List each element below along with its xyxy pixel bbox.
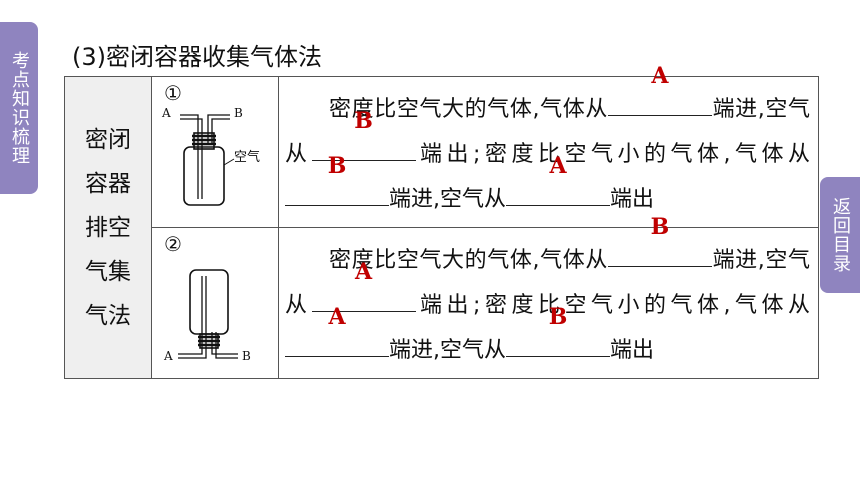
answer-text: A (651, 63, 669, 89)
answer-blank: B (607, 214, 712, 267)
figure-cell-1: ① A B 空气 (151, 76, 279, 228)
method-name-cell: 密闭容器排空气集气法 (64, 76, 152, 379)
text-segment: 端出 (610, 338, 655, 363)
answer-blank: A (285, 304, 389, 357)
air-label: 空气 (234, 149, 260, 165)
answer-text: A (549, 153, 567, 179)
nav-tab-knowledge[interactable]: 考点知识梳理 (0, 22, 38, 194)
text-segment: 端出;密度比空气小的气体,气体从 (415, 142, 810, 167)
figure-number: ① (164, 81, 182, 105)
text-segment: 端出 (610, 187, 655, 212)
text-segment: 端出;密度比空气小的气体,气体从 (415, 293, 810, 318)
answer-blank: B (285, 153, 389, 206)
answer-blank: B (311, 108, 416, 161)
gas-bottle-diagram-1: A B 空气 (161, 106, 260, 206)
table-row: 密闭容器排空气集气法 ① A B 空气 密度比空气大的气体,气 (64, 63, 819, 379)
gas-collection-table: 密闭容器排空气集气法 ① A B 空气 密度比空气大的气体,气 (64, 63, 819, 379)
answer-blank: A (607, 63, 712, 116)
text-segment: 端进,空气从 (389, 338, 506, 363)
nav-tab-back-to-contents[interactable]: 返回目录 (820, 177, 860, 293)
figure-cell-2: ② A B (151, 227, 279, 379)
answer-text: B (650, 214, 670, 240)
text-segment: 端进,空气从 (285, 248, 811, 318)
text-segment: 密度比空气大的气体,气体从 (329, 97, 608, 122)
text-segment: 端进,空气从 (389, 187, 506, 212)
answer-text: A (328, 304, 346, 330)
answer-blank: A (311, 259, 416, 312)
text-segment: 端进,空气从 (285, 97, 811, 167)
port-a-label: A (161, 106, 171, 120)
answer-text: A (354, 259, 373, 285)
inverted-bottle-diagram-2: A B (163, 269, 251, 363)
answer-text: B (354, 108, 373, 134)
text-segment: 密度比空气大的气体,气体从 (329, 248, 608, 273)
answer-text: B (327, 153, 347, 179)
method-name: 密闭容器排空气集气法 (85, 126, 131, 329)
port-b-label: B (242, 349, 251, 363)
answer-blank: B (506, 304, 610, 357)
section-title: (3)密闭容器收集气体法 (72, 43, 322, 71)
answer-blank: A (506, 153, 610, 206)
figure-number: ② (164, 232, 182, 256)
answer-text: B (548, 304, 568, 330)
port-b-label: B (234, 106, 243, 120)
port-a-label: A (163, 349, 173, 363)
